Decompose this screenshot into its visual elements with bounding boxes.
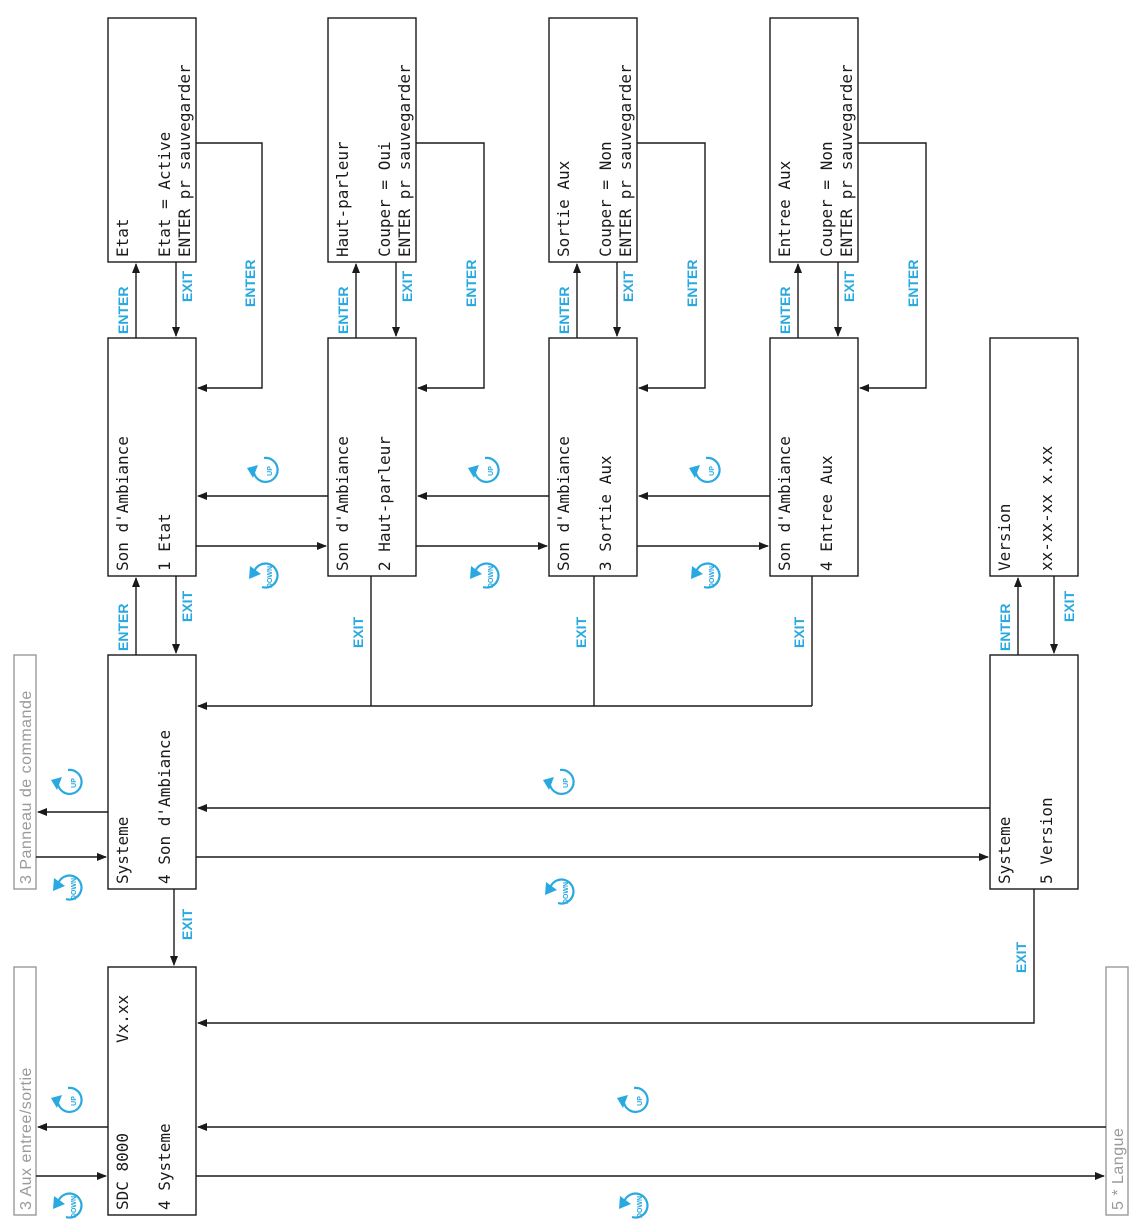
systeme-submenu-connectors bbox=[132, 576, 813, 710]
systeme-line1: Systeme bbox=[113, 817, 132, 884]
neighbor-panneau-box bbox=[13, 654, 37, 890]
sdc-model: SDC 8000 bbox=[113, 1133, 132, 1210]
etat-detail-line2: Etat = Active bbox=[155, 132, 174, 257]
screen-submenu-1-etat bbox=[107, 337, 197, 577]
exit-label: EXIT bbox=[179, 908, 195, 940]
sub3-line1: Son d'Ambiance bbox=[554, 436, 573, 571]
systeme-row-connectors bbox=[36, 804, 990, 861]
ea-detail-line3: ENTER pr sauvegarder bbox=[837, 64, 856, 257]
screen-submenu-3-sortie-aux bbox=[548, 337, 638, 577]
screen-sortie-aux-detail bbox=[548, 17, 638, 263]
enter-label: ENTER bbox=[684, 260, 700, 307]
submenu-updown-connectors bbox=[196, 492, 770, 550]
up-icon bbox=[49, 1086, 83, 1113]
sa-detail-line3: ENTER pr sauvegarder bbox=[616, 64, 635, 257]
down-icon bbox=[468, 562, 500, 590]
up-icon bbox=[466, 456, 500, 483]
exit-label: EXIT bbox=[179, 590, 195, 622]
down-icon bbox=[543, 878, 575, 906]
exit-label: EXIT bbox=[841, 270, 857, 302]
up-icon bbox=[615, 1086, 649, 1113]
sdc-version: Vx.xx bbox=[113, 994, 132, 1043]
enter-label: ENTER bbox=[242, 260, 258, 307]
sub1-line2: 1 Etat bbox=[155, 513, 174, 571]
up-icon bbox=[541, 768, 575, 795]
detail-connectors bbox=[132, 142, 927, 392]
exit-label: EXIT bbox=[573, 616, 589, 648]
exit-label: EXIT bbox=[179, 270, 195, 302]
etat-detail-line3: ENTER pr sauvegarder bbox=[175, 64, 194, 257]
version-info-line1: Version bbox=[995, 504, 1014, 571]
neighbor-langue-box bbox=[1105, 966, 1129, 1216]
exit-label: EXIT bbox=[399, 270, 415, 302]
sub4-line1: Son d'Ambiance bbox=[775, 436, 794, 571]
screen-submenu-4-entree-aux bbox=[769, 337, 859, 577]
version-connectors bbox=[197, 576, 1058, 1027]
root-row-connectors bbox=[36, 1123, 1106, 1180]
enter-label: ENTER bbox=[556, 287, 572, 334]
screen-systeme-version bbox=[989, 654, 1079, 890]
sdc-menu-item: 4 Systeme bbox=[155, 1123, 174, 1210]
down-icon bbox=[51, 1192, 83, 1220]
enter-label: ENTER bbox=[997, 604, 1013, 651]
enter-label: ENTER bbox=[115, 604, 131, 651]
systeme-line2: 4 Son d'Ambiance bbox=[155, 730, 174, 884]
down-icon bbox=[617, 1192, 649, 1220]
exit-label: EXIT bbox=[350, 616, 366, 648]
screen-etat-detail bbox=[107, 17, 197, 263]
sa-detail-line2: Couper = Non bbox=[596, 141, 615, 257]
exit-label: EXIT bbox=[1061, 590, 1077, 622]
ea-detail-line1: Entree Aux bbox=[775, 160, 794, 257]
enter-label: ENTER bbox=[777, 287, 793, 334]
neighbor-langue-label: 5 * Langue bbox=[1110, 1128, 1127, 1210]
screen-version-info bbox=[989, 337, 1079, 577]
down-icon bbox=[689, 562, 721, 590]
up-icon bbox=[245, 456, 279, 483]
screen-sdc-root bbox=[107, 966, 197, 1216]
up-icon bbox=[49, 768, 83, 795]
hp-detail-line2: Couper = Oui bbox=[375, 141, 394, 257]
up-icon bbox=[687, 456, 721, 483]
screen-systeme-son-ambiance bbox=[107, 654, 197, 890]
exit-label: EXIT bbox=[791, 616, 807, 648]
sub2-line2: 2 Haut-parleur bbox=[375, 436, 394, 571]
exit-label: EXIT bbox=[1013, 941, 1029, 973]
enter-label: ENTER bbox=[335, 287, 351, 334]
exit-label: EXIT bbox=[620, 270, 636, 302]
screen-haut-parleur-detail bbox=[327, 17, 417, 263]
version-info-line2: xx-xx-xx x.xx bbox=[1037, 445, 1056, 571]
neighbor-aux-label: 3 Aux entree/sortie bbox=[18, 1067, 35, 1210]
enter-label: ENTER bbox=[115, 287, 131, 334]
sub1-line1: Son d'Ambiance bbox=[113, 436, 132, 571]
neighbor-aux-box bbox=[13, 966, 37, 1216]
enter-label: ENTER bbox=[463, 260, 479, 307]
enter-label: ENTER bbox=[905, 260, 921, 307]
ea-detail-line2: Couper = Non bbox=[817, 141, 836, 257]
version-menu-line2: 5 Version bbox=[1037, 797, 1056, 884]
hp-detail-line1: Haut-parleur bbox=[333, 141, 352, 257]
sub3-line2: 3 Sortie Aux bbox=[596, 455, 615, 571]
down-icon bbox=[51, 874, 83, 902]
version-menu-line1: Systeme bbox=[995, 817, 1014, 884]
down-icon bbox=[247, 562, 279, 590]
neighbor-panneau-label: 3 Panneau de commande bbox=[18, 690, 35, 884]
sub4-line2: 4 Entree Aux bbox=[817, 455, 836, 571]
etat-detail-line1: Etat bbox=[113, 218, 132, 257]
sa-detail-line1: Sortie Aux bbox=[554, 160, 573, 257]
hp-detail-line3: ENTER pr sauvegarder bbox=[395, 64, 414, 257]
screen-submenu-2-haut-parleur bbox=[327, 337, 417, 577]
screen-entree-aux-detail bbox=[769, 17, 859, 263]
sub2-line1: Son d'Ambiance bbox=[333, 436, 352, 571]
